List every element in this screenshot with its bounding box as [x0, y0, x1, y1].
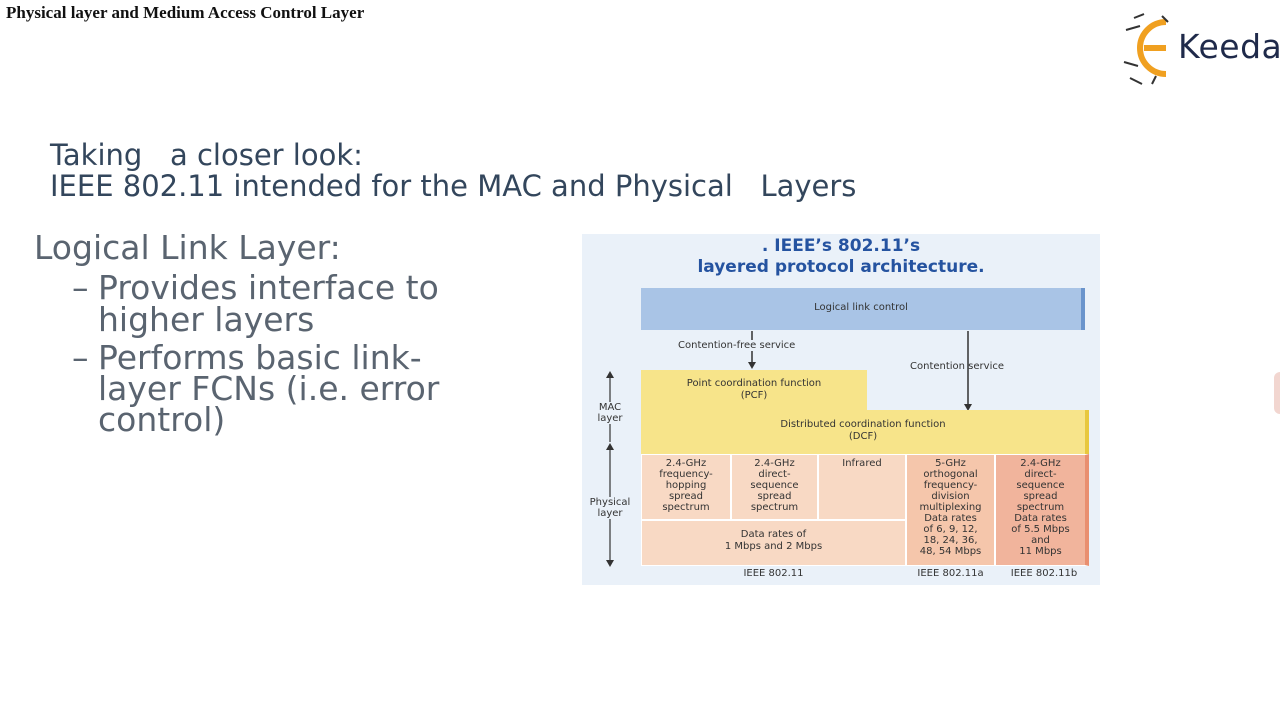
cell-text: spectrum — [1016, 502, 1065, 513]
phy-infrared-cell: Infrared — [818, 454, 906, 520]
cell-text: 2.4-GHz — [754, 458, 795, 469]
cell-text: frequency- — [659, 469, 713, 480]
page-header-title: Physical layer and Medium Access Control… — [6, 3, 365, 22]
pcf-line-1: Point coordination function — [686, 378, 822, 389]
contention-label: Contention service — [910, 361, 1005, 372]
bullet-dash: – — [72, 338, 89, 377]
ekeeda-logo-mark-icon — [1123, 13, 1169, 85]
bullet-dash: – — [72, 268, 89, 307]
edge-decoration — [1274, 372, 1280, 414]
cell-text: spread — [668, 491, 704, 502]
bullet-2-line-3: control) — [98, 400, 226, 439]
cell-text: sequence — [750, 480, 799, 491]
cell-text: spread — [1023, 491, 1058, 502]
cell-text: 48, 54 Mbps — [919, 546, 982, 557]
mac-label-line-1: MAC — [598, 402, 622, 413]
physical-layer-label: Physical layer — [584, 497, 636, 519]
logo-text: Keeda — [1178, 27, 1280, 66]
cell-text: of 6, 9, 12, — [923, 524, 978, 535]
heading-line-2: IEEE 802.11 intended for the MAC and Phy… — [50, 169, 857, 203]
bullet-1: – Provides interface to higher layers — [0, 268, 560, 342]
diagram-title-line-2: layered protocol architecture. — [697, 257, 985, 277]
cell-text: spread — [757, 491, 792, 502]
dcf-line-2: (DCF) — [848, 431, 878, 442]
bullet-2-line-1: Performs basic link- — [98, 338, 422, 377]
bullet-2: – Performs basic link- layer FCNs (i.e. … — [0, 338, 560, 442]
cell-text: direct- — [1024, 469, 1057, 480]
cell-text: Data rates of — [740, 529, 807, 540]
pcf-line-2: (PCF) — [740, 390, 768, 401]
llc-label: Logical link control — [814, 302, 908, 313]
pcf-box: Point coordination function (PCF) — [641, 370, 867, 414]
cell-text: orthogonal — [923, 469, 978, 480]
contention-free-label: Contention-free service — [678, 340, 796, 351]
phy-label-line-1: Physical — [589, 497, 631, 508]
cell-text: 1 Mbps and 2 Mbps — [724, 541, 823, 552]
diagram-title: . IEEE’s 802.11’s layered protocol archi… — [582, 236, 1100, 278]
cell-text: direct- — [758, 469, 791, 480]
diagram-title-line-1: . IEEE’s 802.11’s — [761, 236, 921, 256]
footer-ieee-80211a: IEEE 802.11a — [917, 568, 984, 579]
mac-layer-label: MAC layer — [590, 402, 630, 424]
heading-line-1: Taking a closer look: — [50, 138, 363, 172]
cell-text: sequence — [1016, 480, 1065, 491]
cell-text: spectrum — [662, 502, 710, 513]
phy-fhss-cell: 2.4-GHz frequency- hopping spread spectr… — [641, 454, 731, 520]
bullet-1-line-2: higher layers — [98, 300, 315, 339]
bullet-1-line-1: Provides interface to — [98, 268, 439, 307]
cell-text: frequency- — [923, 480, 978, 491]
phy-dsss-cell: 2.4-GHz direct- sequence spread spectrum — [731, 454, 818, 520]
cell-text: multiplexing — [919, 502, 982, 513]
bullet-2-line-2: layer FCNs (i.e. error — [98, 369, 440, 408]
cell-text: hopping — [665, 480, 707, 491]
data-rates-cell: Data rates of 1 Mbps and 2 Mbps — [641, 520, 906, 566]
cell-text: Data rates — [924, 513, 977, 524]
phy-ofdm-cell: 5-GHz orthogonal frequency- division mul… — [906, 454, 995, 566]
cell-text: Infrared — [842, 458, 882, 469]
cell-text: 5-GHz — [935, 458, 966, 469]
phy-hrdsss-cell: 2.4-GHz direct- sequence spread spectrum… — [995, 454, 1089, 566]
cell-text: division — [931, 491, 970, 502]
cell-text: 2.4-GHz — [665, 458, 707, 469]
protocol-architecture-diagram: . IEEE’s 802.11’s layered protocol archi… — [582, 234, 1100, 585]
section-title: Logical Link Layer: — [34, 228, 341, 267]
footer-ieee-80211b: IEEE 802.11b — [1010, 568, 1078, 579]
dcf-box: Distributed coordination function (DCF) — [641, 410, 1089, 454]
phy-label-line-2: layer — [597, 508, 623, 519]
slide-heading: Taking a closer look: IEEE 802.11 intend… — [50, 140, 856, 202]
cell-text: of 5.5 Mbps — [1011, 524, 1070, 535]
cell-text: 18, 24, 36, — [923, 535, 978, 546]
cell-text: Data rates — [1014, 513, 1067, 524]
llc-box: Logical link control — [641, 288, 1085, 330]
mac-label-line-2: layer — [597, 413, 623, 424]
cell-text: and — [1031, 535, 1050, 546]
cell-text: 11 Mbps — [1019, 546, 1062, 557]
dcf-line-1: Distributed coordination function — [780, 419, 946, 430]
cell-text: spectrum — [750, 502, 799, 513]
cell-text: 2.4-GHz — [1020, 458, 1061, 469]
footer-ieee-80211: IEEE 802.11 — [743, 568, 804, 579]
